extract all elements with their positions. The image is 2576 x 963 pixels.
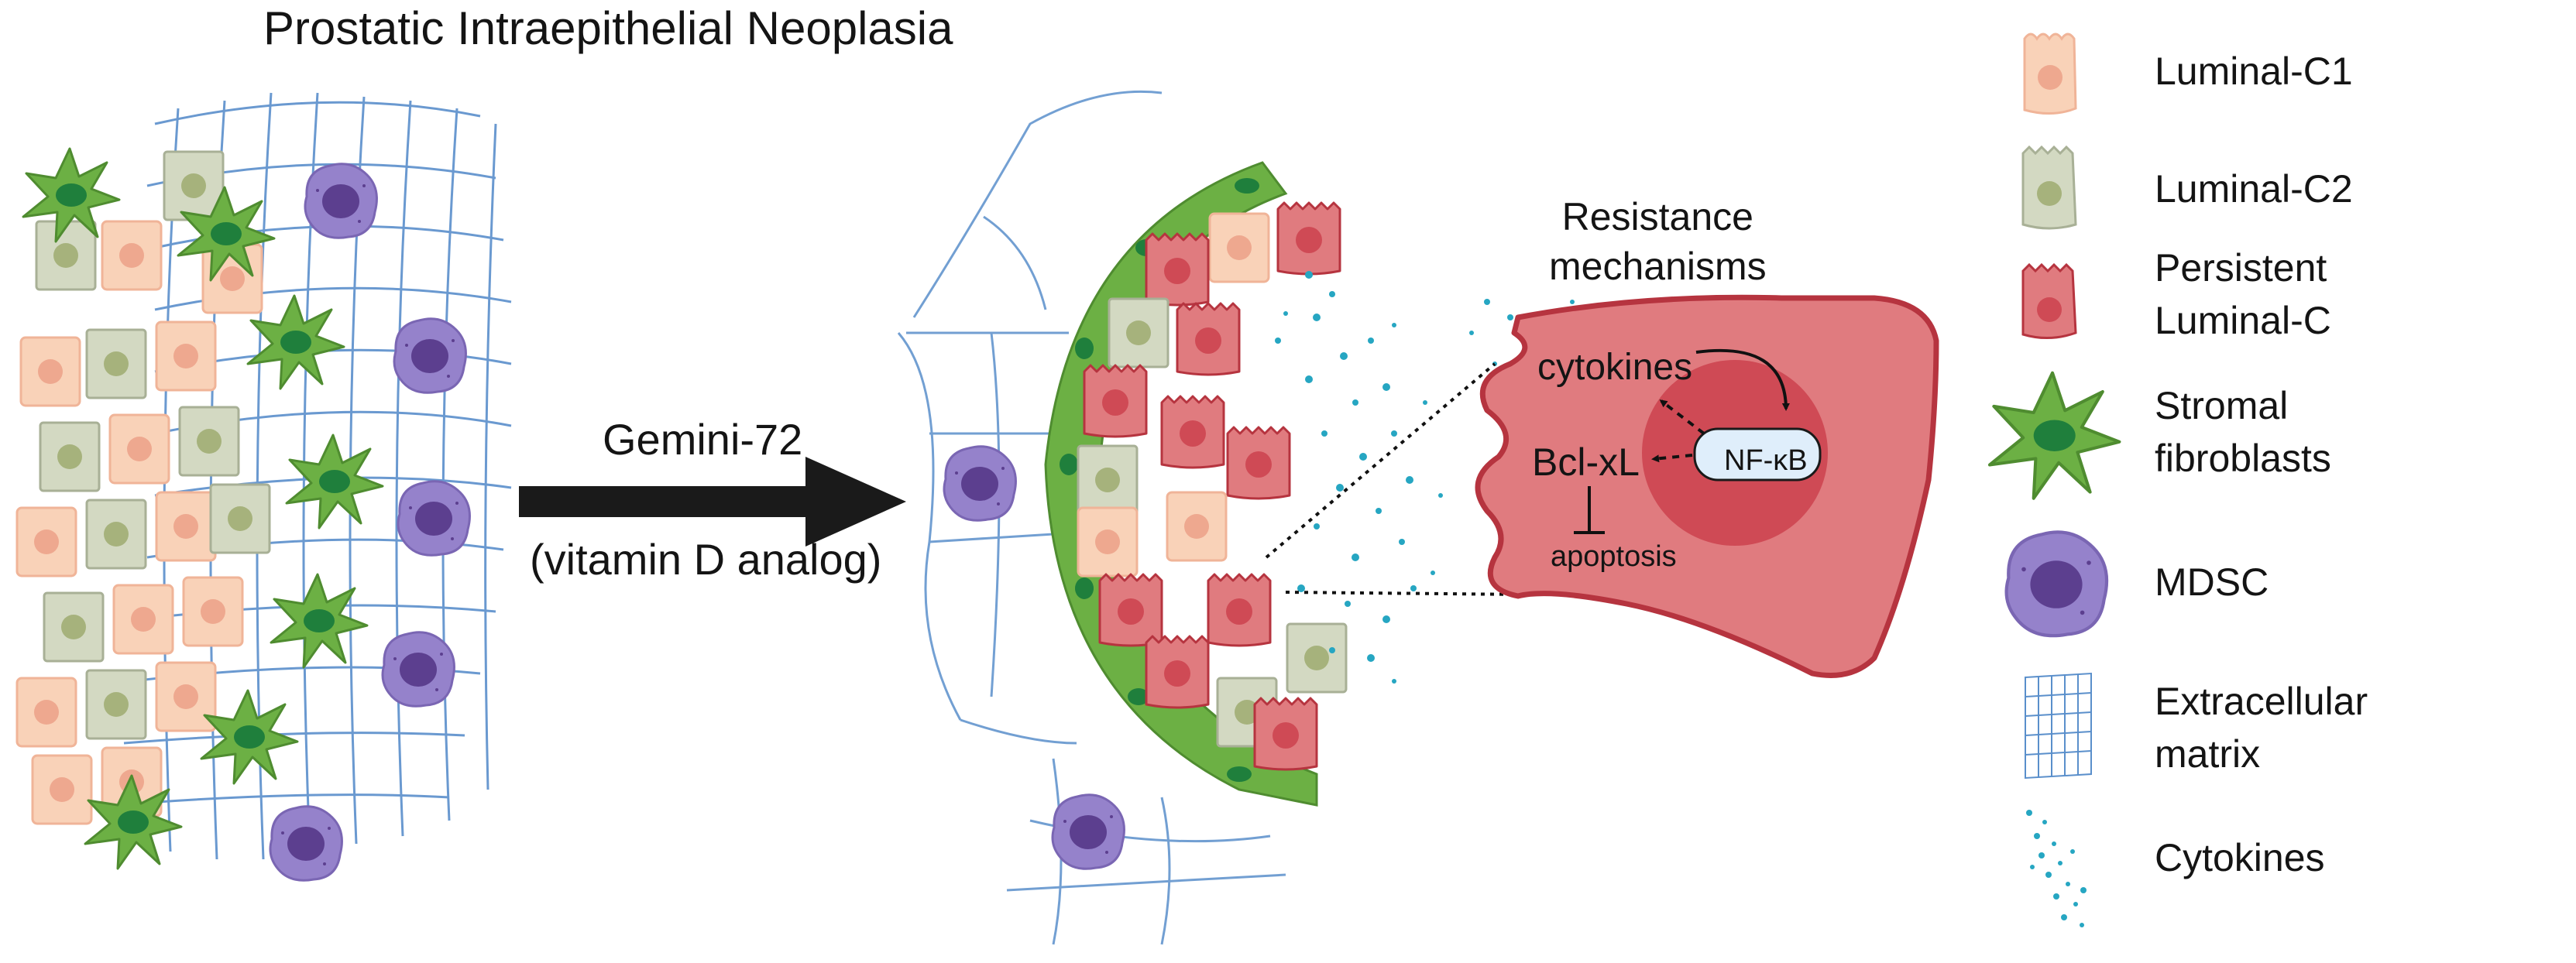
legend-mdsc-label: MDSC <box>2155 560 2269 604</box>
legend-luminal-c1-label: Luminal-C1 <box>2155 50 2353 93</box>
legend-fibroblast-icon <box>1990 373 2119 499</box>
drug-name: Gemini-72 <box>603 415 803 464</box>
legend-persistent-line2: Luminal-C <box>2155 299 2331 342</box>
zoom-lines <box>1265 362 1527 596</box>
legend-ecm-label: Extracellular matrix <box>2155 675 2368 780</box>
legend-ecm-line2: matrix <box>2155 732 2261 776</box>
apoptosis-label: apoptosis <box>1551 540 1677 573</box>
figure-title: Prostatic Intraepithelial Neoplasia <box>263 2 953 54</box>
legend-persistent-line1: Persistent <box>2155 246 2327 290</box>
legend-ecm-line1: Extracellular <box>2155 680 2368 723</box>
cytokine-dots <box>1275 271 1598 684</box>
resistance-heading-line2: mechanisms <box>1549 245 1767 288</box>
legend-stromal-label: Stromal fibroblasts <box>2155 379 2331 485</box>
legend-luminal-c2-icon <box>2021 145 2077 230</box>
resistance-heading-line1: Resistance <box>1561 195 1753 238</box>
legend-persistent-label: Persistent Luminal-C <box>2155 242 2331 347</box>
legend-icons <box>1990 33 2119 927</box>
legend-cytokines-label: Cytokines <box>2155 836 2325 879</box>
bclxl-label: Bcl-xL <box>1532 440 1640 484</box>
pathway-arrows <box>1574 348 1790 534</box>
legend-stromal-line1: Stromal <box>2155 384 2289 427</box>
legend-luminal-c2-label: Luminal-C2 <box>2155 167 2353 211</box>
legend-ecm-icon <box>2025 672 2092 780</box>
legend-cytokines-icon <box>2026 810 2087 927</box>
drug-class: (vitamin D analog) <box>530 535 882 584</box>
legend-persistent-icon <box>2021 262 2077 340</box>
resistance-heading: Resistance mechanisms <box>1549 192 1767 291</box>
cytokines-label: cytokines <box>1537 347 1693 388</box>
legend-stromal-line2: fibroblasts <box>2155 437 2331 480</box>
left-mdscs <box>269 163 471 882</box>
legend-luminal-c1-icon <box>2023 33 2077 115</box>
legend-mdsc-icon <box>2007 532 2107 636</box>
nfkb-box <box>1693 427 1822 482</box>
treatment-arrow <box>519 457 906 547</box>
zoomed-persistent-cell <box>1475 294 1939 678</box>
nfkb-label: NF-κB <box>1724 444 1808 477</box>
